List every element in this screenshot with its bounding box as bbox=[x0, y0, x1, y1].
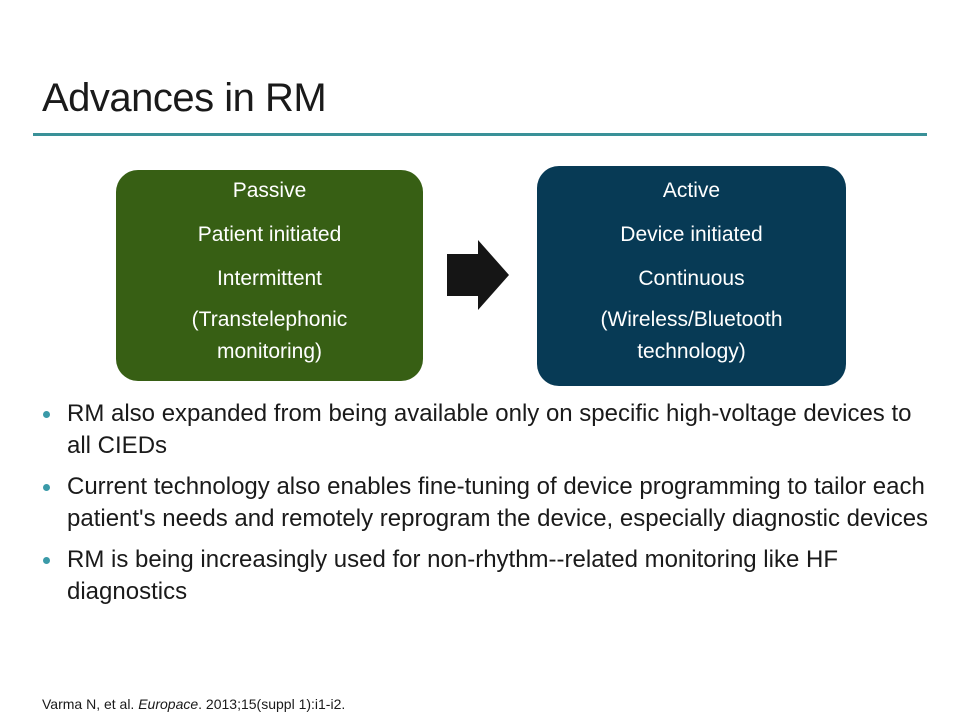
box-line: Passive bbox=[232, 179, 307, 202]
bullet-item: RM also expanded from being available on… bbox=[40, 398, 930, 462]
bullet-text: RM is being increasingly used for non-rh… bbox=[67, 546, 838, 605]
active-rm-box: Active Device initiated Continuous (Wire… bbox=[537, 166, 846, 386]
bullet-dot-icon bbox=[43, 557, 50, 564]
bullet-item: RM is being increasingly used for non-rh… bbox=[40, 544, 930, 608]
box-line: Continuous bbox=[638, 267, 745, 290]
title-divider bbox=[33, 133, 927, 136]
passive-rm-box: Passive Patient initiated Intermittent (… bbox=[116, 170, 423, 381]
citation-details: . 2013;15(suppl 1):i1-i2. bbox=[198, 696, 346, 712]
box-line: Intermittent bbox=[216, 267, 323, 290]
box-line: Patient initiated bbox=[197, 223, 342, 246]
box-line: Device initiated bbox=[620, 223, 763, 246]
bullet-item: Current technology also enables fine-tun… bbox=[40, 471, 930, 535]
citation-authors: Varma N, et al. bbox=[42, 696, 139, 712]
bullet-dot-icon bbox=[43, 411, 50, 418]
slide-title: Advances in RM bbox=[42, 76, 327, 120]
bullet-text: Current technology also enables fine-tun… bbox=[67, 473, 929, 532]
box-line: (Wireless/Bluetooth technology) bbox=[600, 308, 783, 363]
bullet-text: RM also expanded from being available on… bbox=[67, 400, 912, 459]
bullet-list: RM also expanded from being available on… bbox=[40, 398, 930, 617]
box-line: Active bbox=[662, 179, 721, 202]
citation: Varma N, et al. Europace. 2013;15(suppl … bbox=[42, 695, 345, 713]
right-arrow-icon bbox=[447, 240, 509, 310]
citation-journal: Europace bbox=[138, 696, 199, 712]
bullet-dot-icon bbox=[43, 484, 50, 491]
box-line: (Transtelephonic monitoring) bbox=[191, 308, 348, 363]
